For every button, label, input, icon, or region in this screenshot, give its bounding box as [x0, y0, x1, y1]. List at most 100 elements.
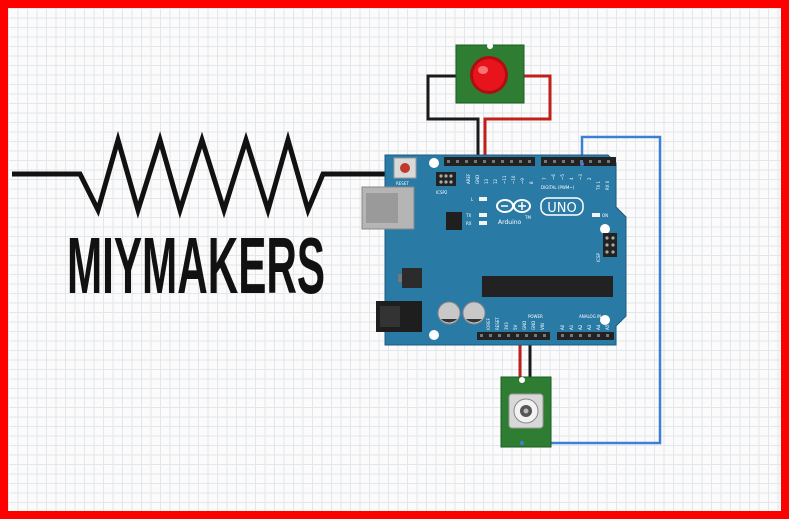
microcontroller-chip: [482, 276, 613, 297]
digital-header[interactable]: [444, 157, 616, 166]
header-pin: [570, 334, 573, 337]
power-header[interactable]: [477, 332, 550, 340]
header-pin: [507, 334, 510, 337]
header-pin: [489, 334, 492, 337]
mount-hole: [429, 330, 439, 340]
a2-label: A2: [578, 324, 583, 330]
header-pin: [501, 160, 504, 163]
header-pin: [544, 160, 547, 163]
mount-hole: [429, 158, 439, 168]
digital-label: DIGITAL (PWM~): [541, 185, 575, 190]
pin12-label: 12: [493, 178, 498, 184]
led-mount-hole: [487, 43, 493, 49]
vin-label: VIN: [540, 323, 545, 330]
a4-label: A4: [596, 324, 601, 330]
pin13-label: 13: [484, 178, 489, 184]
on-led: [592, 213, 600, 217]
resistor-zigzag: [12, 130, 385, 219]
led-bulb: [473, 59, 505, 91]
header-pin: [465, 160, 468, 163]
reset-pin-label: RESET: [495, 317, 500, 330]
tx-led: [479, 213, 487, 217]
header-pin: [553, 160, 556, 163]
header-pin: [571, 160, 574, 163]
icsp-header: ICSP: [596, 233, 617, 262]
voltage-regulator: [402, 268, 422, 288]
wires: [426, 74, 662, 445]
header-pin: [580, 160, 583, 163]
v5-label: 5V: [513, 324, 518, 330]
capacitor: [462, 301, 486, 325]
board-model: UNO: [547, 201, 576, 216]
pin3-label: ~3: [578, 174, 583, 180]
power-label: POWER: [528, 314, 543, 319]
reset-label: RESET: [396, 181, 409, 186]
header-pin: [492, 160, 495, 163]
header-pin: [543, 334, 546, 337]
analog-header[interactable]: [557, 332, 614, 340]
analog-label: ANALOG IN: [579, 314, 601, 319]
arduino-uno-board[interactable]: RESET ICSP2 ICSP: [361, 154, 627, 346]
digital-header-pins: [447, 160, 610, 163]
pin7-label: 7: [542, 177, 547, 180]
header-pin: [562, 160, 565, 163]
board-trademark: TM: [524, 215, 531, 220]
pin5-label: ~5: [560, 174, 565, 180]
led-module[interactable]: [455, 43, 525, 104]
wire-red-led: [483, 74, 552, 164]
power-jack-inner: [380, 306, 400, 327]
a0-label: A0: [560, 324, 565, 330]
capacitor: [437, 301, 461, 325]
header-pin: [579, 334, 582, 337]
a5-label: A5: [605, 324, 610, 330]
rx0-label: RX 0: [605, 180, 610, 190]
tx-label: TX: [465, 213, 471, 218]
gnd2-label: GND: [531, 321, 536, 330]
header-pin: [606, 334, 609, 337]
pin6-label: ~6: [551, 174, 556, 180]
pin4-label: 4: [569, 177, 574, 180]
v33-label: 3V3: [504, 322, 509, 330]
header-pin: [480, 334, 483, 337]
power-analog-pins: [480, 334, 609, 337]
aref-label: AREF: [466, 173, 471, 184]
l-label: L: [471, 197, 474, 202]
led-highlight: [478, 66, 488, 74]
board-name: Arduino: [498, 219, 522, 226]
header-pin: [525, 334, 528, 337]
header-pin: [516, 334, 519, 337]
header-pin: [597, 334, 600, 337]
icsp2-label: ICSP2: [436, 190, 448, 195]
header-pin: [534, 334, 537, 337]
sensor-mount-hole: [519, 377, 525, 383]
icsp1-label: ICSP: [596, 252, 601, 262]
pin10-label: ~10: [511, 175, 516, 184]
miymakers-logo: MIYMAKERS: [12, 130, 385, 310]
header-pin: [519, 160, 522, 163]
wire-black-led: [426, 74, 480, 164]
mount-hole: [600, 315, 610, 325]
icsp2-header: ICSP2: [436, 172, 456, 195]
tx1-label: TX 1: [596, 181, 601, 191]
pin9-label: ~9: [520, 178, 525, 184]
rx-led: [479, 221, 487, 225]
header-pin: [510, 160, 513, 163]
gnd-top-label: GND: [475, 175, 480, 184]
usb-chip: [446, 212, 462, 230]
pin8-label: 8: [529, 181, 534, 184]
header-pin: [607, 160, 610, 163]
header-pin: [447, 160, 450, 163]
header-pin: [474, 160, 477, 163]
reset-button-cap: [400, 163, 410, 173]
ioref-label: IOREF: [486, 317, 491, 330]
logo-text: MIYMAKERS: [67, 221, 325, 310]
header-pin: [456, 160, 459, 163]
wire-blue-signal: [522, 135, 662, 445]
mount-hole: [600, 224, 610, 234]
header-pin: [588, 334, 591, 337]
usb-port-inner: [366, 193, 398, 223]
header-pin: [498, 334, 501, 337]
sensor-module[interactable]: [500, 376, 552, 448]
header-pin: [561, 334, 564, 337]
